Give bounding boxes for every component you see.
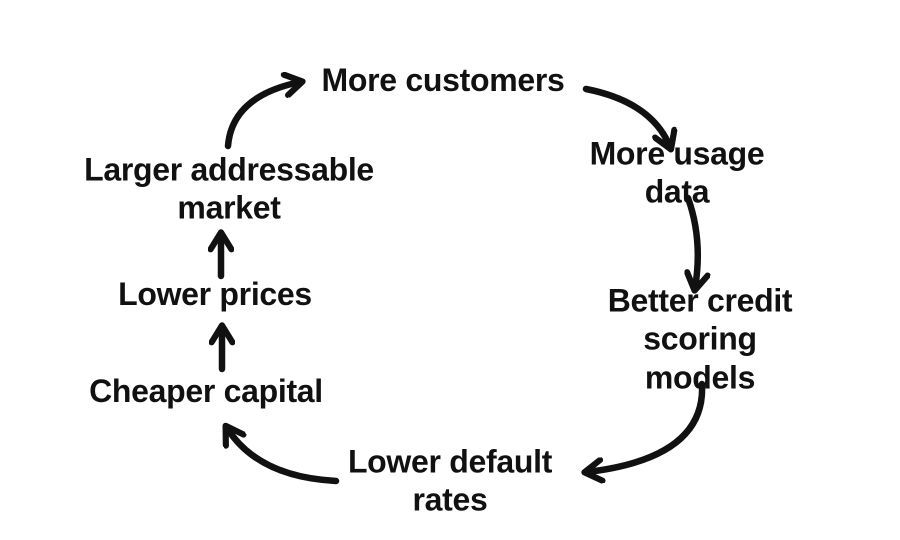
- node-lower-prices: Lower prices: [118, 275, 312, 312]
- arrow-better-credit-scoring-models-to-lower-default-rates: [587, 380, 706, 472]
- arrow-lower-default-rates-to-cheaper-capital: [227, 428, 340, 485]
- arrow-more-usage-data-to-better-credit-scoring-models: [688, 194, 698, 288]
- arrow-larger-addressable-market-to-more-customers: [224, 82, 300, 150]
- node-lower-default-rates: Lower default rates: [347, 443, 553, 518]
- node-more-customers: More customers: [321, 61, 565, 98]
- arrow-more-customers-to-more-usage-data: [582, 85, 670, 147]
- node-better-credit-scoring-models: Better credit scoring models: [607, 282, 793, 396]
- node-cheaper-capital: Cheaper capital: [89, 372, 323, 409]
- node-more-usage-data: More usage data: [589, 135, 765, 210]
- node-larger-addressable-market: Larger addressable market: [84, 151, 374, 226]
